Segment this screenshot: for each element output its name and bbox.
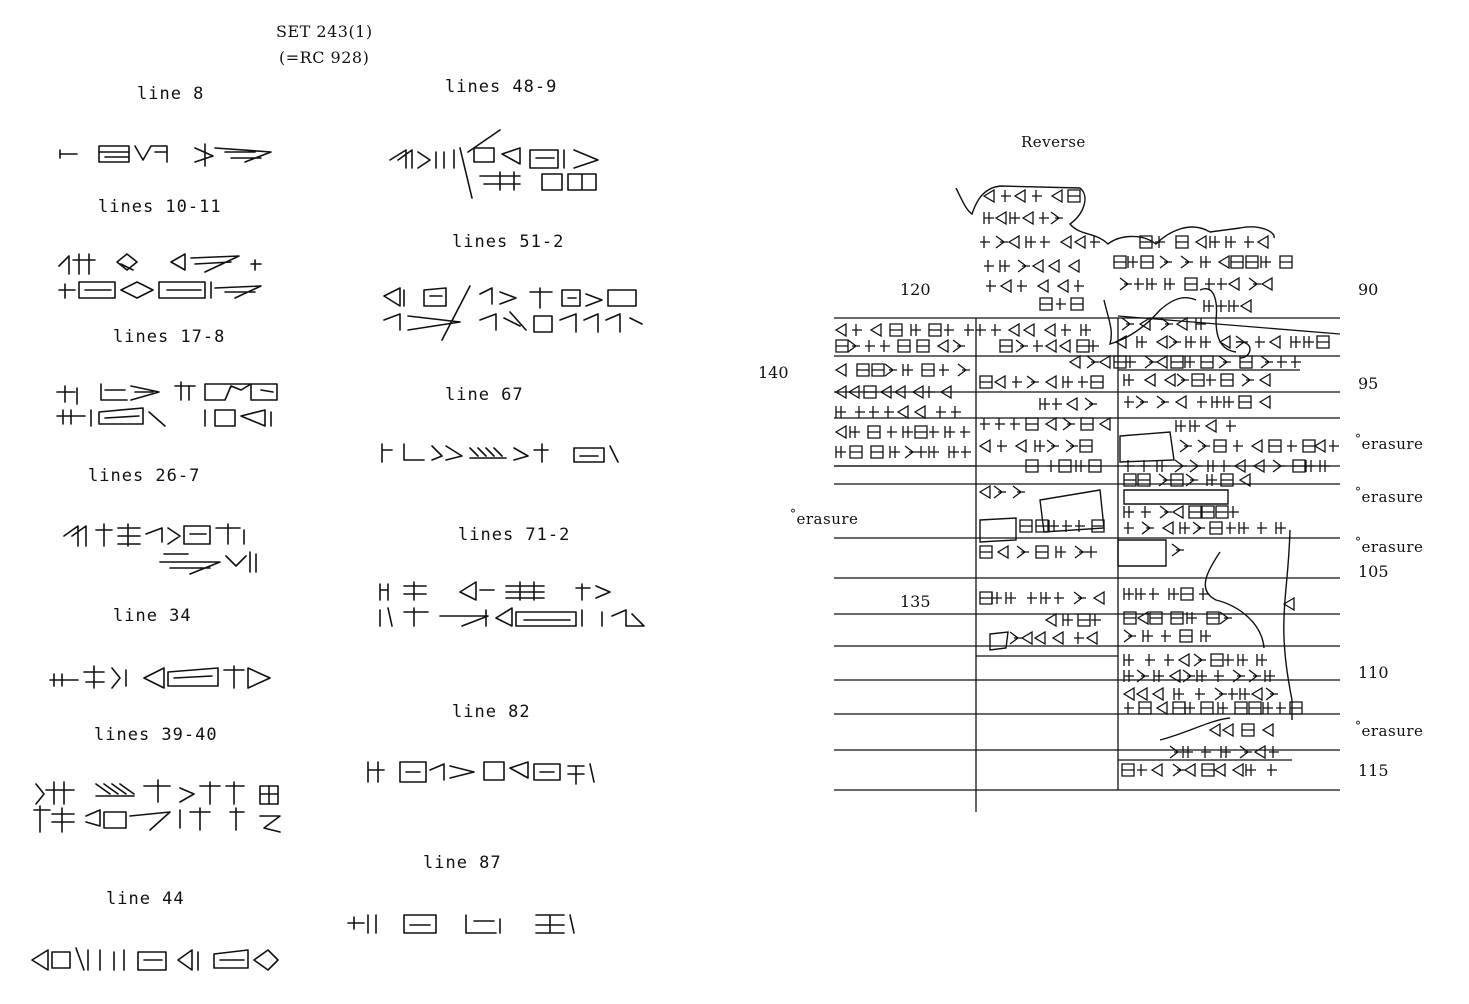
cuneiform-line-82 [367, 761, 595, 785]
line-number-110: 110 [1358, 663, 1389, 682]
cuneiform-lines-48-9 [389, 129, 599, 199]
cuneiform-line-44 [31, 947, 279, 971]
cuneiform-line-67 [381, 443, 619, 463]
cuneiform-line-34 [49, 665, 271, 689]
line-number-120: 120 [900, 280, 931, 299]
label-lines-17-8: lines 17-8 [113, 327, 226, 347]
label-lines-51-2: lines 51-2 [452, 232, 565, 252]
label-lines-48-9: lines 48-9 [445, 77, 558, 97]
cuneiform-line-87 [347, 914, 575, 934]
line-number-115: 115 [1358, 761, 1389, 780]
erasure-note-left: erasure [790, 510, 858, 528]
erasure-note-right-3: erasure [1355, 538, 1423, 556]
label-lines-10-11: lines 10-11 [98, 197, 222, 217]
erasure-note-right-2: erasure [1355, 488, 1423, 506]
erasure-note-right-4: erasure [1355, 722, 1423, 740]
line-number-135: 135 [900, 592, 931, 611]
cuneiform-lines-39-40 [33, 779, 281, 833]
page-title: SET 243(1) [276, 22, 373, 41]
label-line-8: line 8 [137, 84, 205, 104]
line-number-95: 95 [1358, 374, 1379, 393]
cuneiform-lines-17-8 [56, 381, 278, 427]
label-line-67: line 67 [445, 385, 524, 405]
label-line-87: line 87 [423, 853, 502, 873]
cuneiform-lines-71-2 [379, 581, 645, 627]
label-lines-26-7: lines 26-7 [88, 466, 201, 486]
line-number-90: 90 [1358, 280, 1379, 299]
label-lines-71-2: lines 71-2 [458, 525, 571, 545]
line-number-105: 105 [1358, 562, 1389, 581]
cuneiform-lines-51-2 [383, 285, 643, 341]
cuneiform-lines-26-7 [63, 523, 257, 575]
cuneiform-line-8 [59, 143, 272, 167]
label-line-34: line 34 [113, 606, 192, 626]
reverse-title: Reverse [1021, 133, 1086, 151]
cuneiform-lines-10-11 [58, 253, 262, 299]
page-subtitle: (=RC 928) [279, 48, 370, 67]
label-line-82: line 82 [452, 702, 531, 722]
label-line-44: line 44 [106, 889, 185, 909]
erasure-note-right-1: erasure [1355, 435, 1423, 453]
label-lines-39-40: lines 39-40 [94, 725, 218, 745]
line-number-140: 140 [758, 363, 789, 382]
